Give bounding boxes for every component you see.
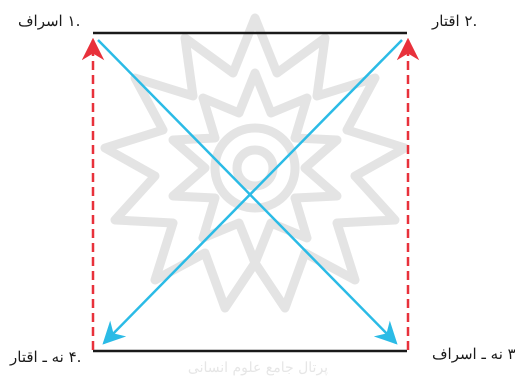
label-bottom-left: .۴ نه ـ اقتار — [10, 348, 81, 366]
watermark-text: پرتال جامع علوم انسانی — [188, 360, 328, 376]
label-top-right: .۲ اقتار — [432, 12, 477, 30]
label-top-left: .۱ اسراف — [18, 12, 80, 30]
label-bottom-right: .۳ نه ـ اسراف — [432, 345, 515, 363]
islamic-star-rosette-icon — [105, 18, 405, 308]
